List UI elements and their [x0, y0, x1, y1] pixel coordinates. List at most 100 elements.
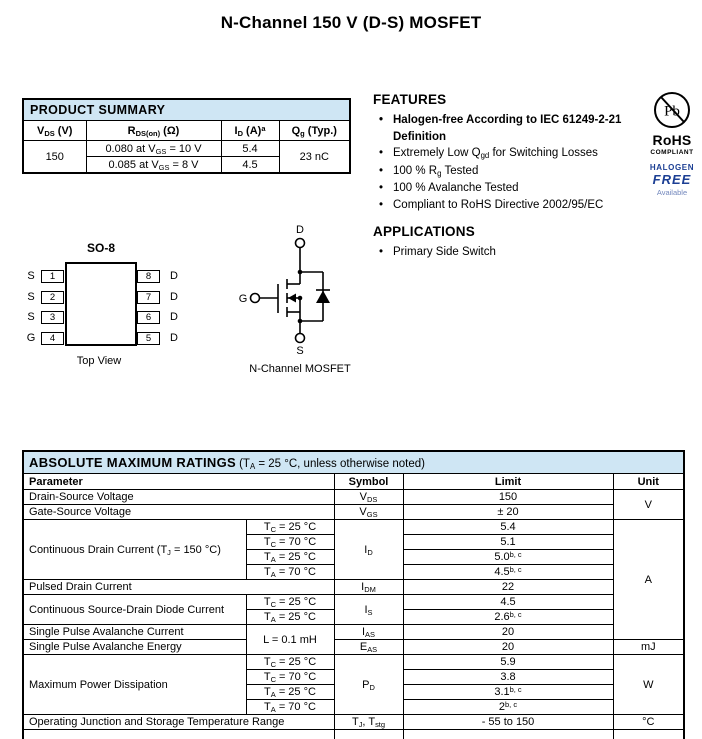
pin-box: 4 [41, 332, 64, 345]
features-section: FEATURES Halogen-free According to IEC 6… [373, 92, 651, 213]
package-caption: Top View [76, 355, 122, 367]
feature-item: 100 % Avalanche Tested [373, 180, 651, 197]
vds-value: 150 [22, 140, 87, 174]
symbol-cell: VDS [333, 489, 404, 505]
param-cell: Maximum Power Dissipation [22, 654, 247, 715]
table-row: Continuous Drain Current (TJ = 150 °C) T… [22, 519, 685, 640]
limit-cell: - 55 to 150 [402, 714, 614, 730]
features-list: Halogen-free According to IEC 61249-2-21… [373, 112, 651, 213]
limit-cell: 2.6b, c [402, 609, 614, 625]
application-item: Primary Side Switch [373, 244, 651, 261]
pin-label: D [170, 332, 178, 344]
symbol-caption: N-Channel MOSFET [249, 363, 351, 375]
halogen-label: HALOGEN [649, 163, 695, 172]
condition-cell: L = 0.1 mH [245, 624, 335, 655]
limit-cell: 150 [402, 489, 614, 505]
symbol-cell: EAS [333, 639, 404, 655]
table-row: Single Pulse Avalanche Current L = 0.1 m… [22, 624, 684, 655]
pin-box: 7 [137, 291, 160, 304]
condition-cell: TC = 70 °C [245, 669, 335, 685]
features-title: FEATURES [373, 92, 447, 107]
param-cell: Drain-Source Voltage [22, 489, 335, 505]
limit-cell: 5.0b, c [402, 549, 614, 565]
pin-label: S [27, 311, 35, 323]
feature-item: 100 % Rg Tested [373, 163, 651, 181]
param-cell: Operating Junction and Storage Temperatu… [22, 714, 335, 730]
rohs-label: RoHS [652, 132, 692, 148]
condition-cell: TC = 25 °C [245, 654, 335, 670]
unit-cell: W [612, 654, 685, 715]
limit-cell: 3.8 [402, 669, 614, 685]
feature-item: Halogen-free According to IEC 61249-2-21… [373, 112, 651, 145]
unit-cell: °C [612, 714, 685, 730]
applications-section: APPLICATIONS Primary Side Switch [373, 224, 651, 261]
available-label: Available [656, 188, 688, 197]
condition-cell: TC = 25 °C [245, 519, 335, 535]
symbol-cell: ID [333, 519, 404, 580]
qg-value: 23 nC [278, 140, 351, 174]
table-row: TC = 70 °C 5.1 [23, 534, 684, 550]
table-row: Gate-Source Voltage VGS ± 20 [22, 504, 684, 520]
package-body [65, 262, 137, 346]
pb-free-icon: Pb [654, 92, 690, 128]
pin-label: S [27, 291, 35, 303]
unit-cell: mJ [612, 639, 685, 655]
pin-label: D [170, 291, 178, 303]
condition-cell: TA = 25 °C [245, 609, 335, 625]
unit-cell: A [612, 519, 685, 640]
source-label: S [296, 345, 303, 357]
column-header-unit: Unit [612, 473, 685, 490]
table-row: TA = 25 °C 5.0b, c [23, 549, 684, 565]
applications-list: Primary Side Switch [373, 244, 651, 261]
param-cell: Continuous Drain Current (TJ = 150 °C) [22, 519, 247, 580]
compliant-label: COMPLIANT [650, 149, 694, 156]
pin-label: S [27, 270, 35, 282]
halogen-free-label: FREE [652, 172, 692, 187]
symbol-cell: PD [333, 654, 404, 715]
unit-cell: V [612, 489, 685, 520]
limit-cell: 5.9 [402, 654, 614, 670]
limit-cell: ± 20 [402, 504, 614, 520]
absolute-maximum-ratings-section: ABSOLUTE MAXIMUM RATINGS (TA = 25 °C, un… [22, 450, 686, 739]
gate-label: G [239, 293, 248, 305]
condition-cell: TA = 70 °C [245, 699, 335, 715]
table-row: Maximum Power Dissipation TC = 25 °C PD … [22, 654, 685, 715]
abs-max-note: (TA = 25 °C, unless otherwise noted) [239, 458, 426, 472]
rdson-value: 0.080 at VGS = 10 V [85, 140, 222, 157]
table-row: Pulsed Drain Current IDM 22 [22, 579, 684, 595]
table-row: TA = 25 °C 2.6b, c [23, 609, 684, 625]
drain-label: D [296, 224, 304, 236]
abs-max-title: ABSOLUTE MAXIMUM RATINGS [29, 455, 237, 470]
param-cell: Continuous Source-Drain Diode Current [22, 594, 247, 625]
limit-cell: 20 [402, 639, 614, 655]
product-summary-section: PRODUCT SUMMARY VDS (V) RDS(on) (Ω) ID (… [22, 98, 352, 174]
condition-cell: TA = 25 °C [245, 684, 335, 700]
table-row-clipped [22, 729, 685, 739]
column-header-parameter: Parameter [22, 473, 335, 490]
limit-cell: 4.5b, c [402, 564, 614, 580]
column-header-rdson: RDS(on) (Ω) [85, 120, 222, 141]
pin-box: 2 [41, 291, 64, 304]
table-row: Operating Junction and Storage Temperatu… [22, 714, 685, 730]
symbol-cell: TJ, Tstg [333, 714, 404, 730]
pin-box: 8 [137, 270, 160, 283]
id-value: 5.4 [220, 140, 280, 157]
rdson-value: 0.085 at VGS = 8 V [85, 156, 222, 174]
limit-cell: 3.1b, c [402, 684, 614, 700]
symbol-cell: IS [333, 594, 404, 625]
page-title: N-Channel 150 V (D-S) MOSFET [220, 13, 482, 32]
condition-cell: TC = 25 °C [245, 594, 335, 610]
limit-cell: 2b, c [402, 699, 614, 715]
pin-box: 3 [41, 311, 64, 324]
pin-label: D [170, 311, 178, 323]
pin-label: G [26, 332, 36, 344]
param-cell: Single Pulse Avalanche Energy [22, 639, 247, 655]
column-header-limit: Limit [402, 473, 614, 490]
param-cell: Single Pulse Avalanche Current [22, 624, 247, 640]
limit-cell: 22 [402, 579, 614, 595]
feature-item: Compliant to RoHS Directive 2002/95/EC [373, 197, 651, 214]
compliance-badges: Pb RoHS COMPLIANT HALOGEN FREE Available [644, 90, 700, 197]
column-header-id: ID (A)a [220, 120, 280, 141]
column-header-vds: VDS (V) [22, 120, 87, 141]
table-row: 0.085 at VGS = 8 V 4.5 [23, 156, 350, 174]
